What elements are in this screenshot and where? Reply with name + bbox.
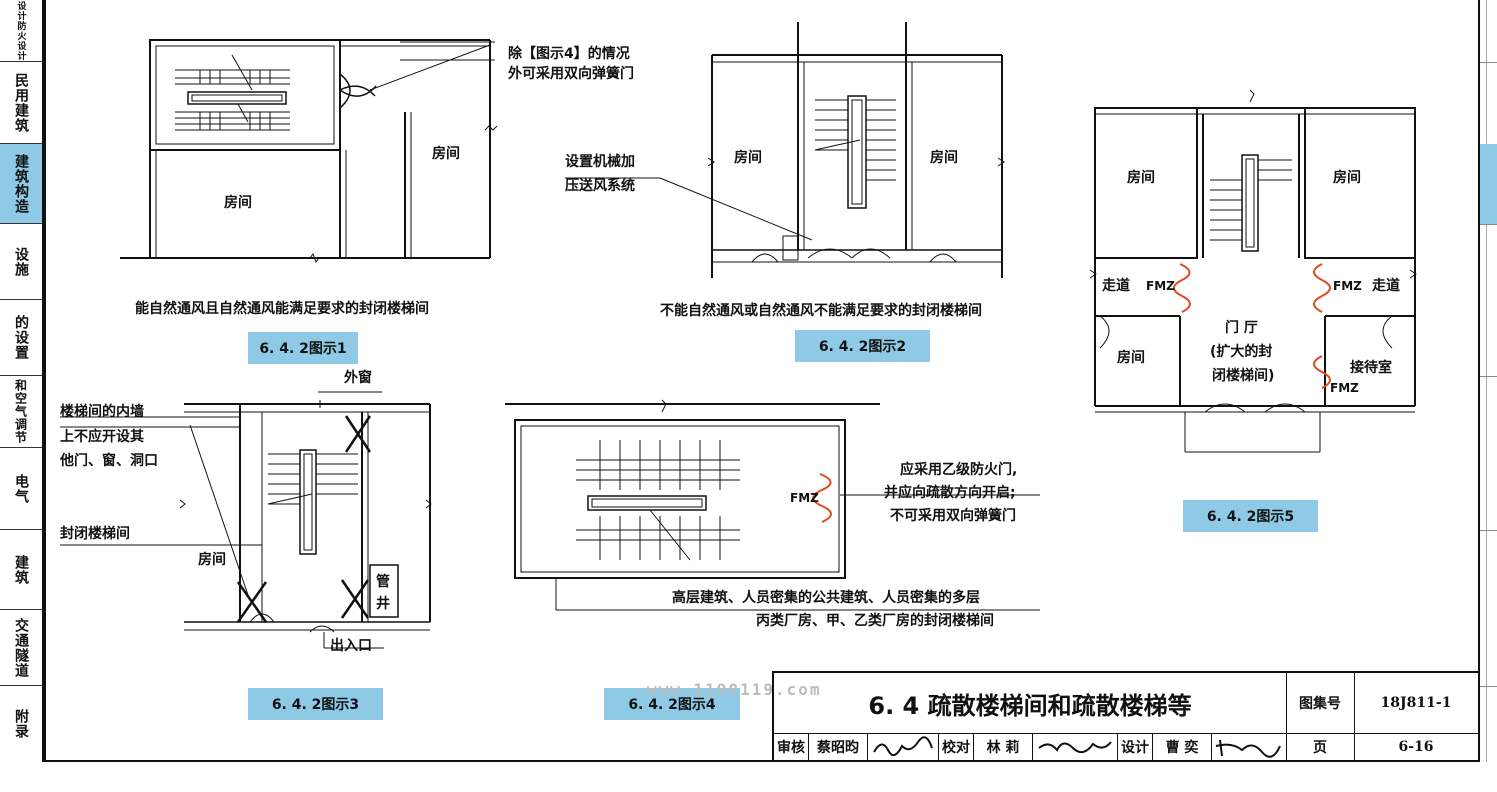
fig4-plan	[505, 399, 1040, 611]
right-edge-strip	[1480, 0, 1497, 762]
fig2-room-b: 房间	[930, 150, 958, 166]
fig1-room-b: 房间	[224, 195, 252, 211]
sidebar-item-1[interactable]: 民用建筑	[0, 62, 42, 144]
fig2-note-line-2: 压送风系统	[565, 178, 635, 194]
fig4-note-1: 应采用乙级防火门,	[900, 462, 1018, 478]
designer-signature	[1212, 734, 1286, 760]
fig2-plan	[565, 22, 1005, 278]
fig4-badge: 6. 4. 2图示4	[604, 688, 740, 720]
fig3-wall-note-1: 楼梯间的内墙	[60, 404, 144, 420]
review-label: 审核	[774, 734, 809, 760]
fig5-plan	[1089, 89, 1417, 453]
page-label: 页	[1313, 740, 1327, 756]
fig5-badge: 6. 4. 2图示5	[1183, 500, 1318, 532]
fig5-reception: 接待室	[1350, 360, 1392, 376]
fig5-room-tl: 房间	[1127, 170, 1155, 186]
fig1-note-line-1: 除【图示4】的情况	[508, 46, 630, 62]
fig5-room-bl: 房间	[1117, 350, 1145, 366]
fig4-door-code: FMZ	[790, 491, 819, 505]
watermark: www.1190119.com	[647, 680, 822, 699]
fig4-caption-1: 高层建筑、人员密集的公共建筑、人员密集的多层	[672, 590, 980, 606]
fig3-shaft-2: 井	[376, 596, 390, 612]
atlas-label: 图集号	[1299, 696, 1341, 712]
check-label: 校对	[939, 734, 974, 760]
fire-doors-red	[812, 263, 1331, 523]
fig1-badge: 6. 4. 2图示1	[248, 332, 358, 364]
fig2-caption: 不能自然通风或自然通风不能满足要求的封闭楼梯间	[660, 303, 982, 319]
fig3-window-label: 外窗	[344, 370, 372, 386]
sidebar-item-5[interactable]: 和空气调节	[0, 376, 42, 448]
sidebar-item-0[interactable]: 设计防火设计	[0, 0, 42, 62]
sidebar-item-2[interactable]: 建筑构造	[0, 144, 42, 224]
fig4-note-3: 不可采用双向弹簧门	[890, 508, 1016, 524]
sidebar-item-9[interactable]: 附录	[13, 709, 29, 739]
sidebar-item-8[interactable]: 交通隧道	[0, 610, 42, 686]
fig5-hall-1: 门 厅	[1225, 320, 1258, 336]
fig3-room: 房间	[198, 552, 226, 568]
title-block: 6. 4 疏散楼梯间和疏散楼梯等 图集号 18J811-1 页 6-16 审核 …	[772, 671, 1480, 762]
fig4-caption-2: 丙类厂房、甲、乙类厂房的封闭楼梯间	[756, 613, 994, 629]
sidebar-item-6[interactable]: 电气	[0, 448, 42, 530]
fig1-room-a: 房间	[432, 146, 460, 162]
fig5-room-tr: 房间	[1333, 170, 1361, 186]
fig5-hall-2: (扩大的封	[1210, 344, 1273, 360]
designer-name: 曹 奕	[1153, 734, 1212, 760]
page-title: 6. 4 疏散楼梯间和疏散楼梯等	[868, 691, 1192, 720]
fig2-room-a: 房间	[734, 150, 762, 166]
left-index-sidebar: 设计防火设计 民用建筑 建筑构造 设施 的设置 和空气调节 电气 建筑 交通隧道…	[0, 0, 44, 762]
fig5-door-bottom: FMZ	[1330, 381, 1359, 395]
fig1-plan	[120, 39, 498, 264]
checker-name: 林 莉	[974, 734, 1033, 760]
fig1-note-line-2: 外可采用双向弹簧门	[508, 66, 634, 82]
sidebar-item-3[interactable]: 设施	[0, 224, 42, 300]
sidebar-item-4[interactable]: 的设置	[0, 300, 42, 376]
fig4-note-2: 并应向疏散方向开启;	[884, 485, 1016, 501]
fig5-corridor-right: 走道	[1372, 278, 1400, 294]
sidebar-item-7[interactable]: 建筑	[0, 530, 42, 610]
fig5-door-left: FMZ	[1146, 279, 1175, 293]
fig2-badge: 6. 4. 2图示2	[795, 330, 930, 362]
drawing-frame	[44, 0, 1480, 762]
fig3-plan	[60, 391, 432, 649]
fig3-stair-label: 封闭楼梯间	[60, 526, 130, 542]
fig5-corridor-left: 走道	[1102, 278, 1130, 294]
fig3-exit: 出入口	[330, 638, 372, 654]
reviewer-signature	[868, 734, 939, 760]
fig5-hall-3: 闭楼梯间)	[1212, 368, 1275, 384]
design-label: 设计	[1118, 734, 1153, 760]
fig1-caption: 能自然通风且自然通风能满足要求的封闭楼梯间	[135, 301, 429, 317]
page-value: 6-16	[1398, 739, 1434, 755]
reviewer-name: 蔡昭昀	[809, 734, 868, 760]
fig3-wall-note-2: 上不应开设其	[60, 429, 144, 445]
fig5-door-right: FMZ	[1333, 279, 1362, 293]
fig3-wall-note-3: 他门、窗、洞口	[60, 453, 158, 469]
checker-signature	[1033, 734, 1118, 760]
fig3-badge: 6. 4. 2图示3	[248, 688, 383, 720]
fig2-note-line-1: 设置机械加	[565, 154, 635, 170]
atlas-value: 18J811-1	[1380, 695, 1452, 711]
fig3-shaft-1: 管	[376, 574, 390, 590]
